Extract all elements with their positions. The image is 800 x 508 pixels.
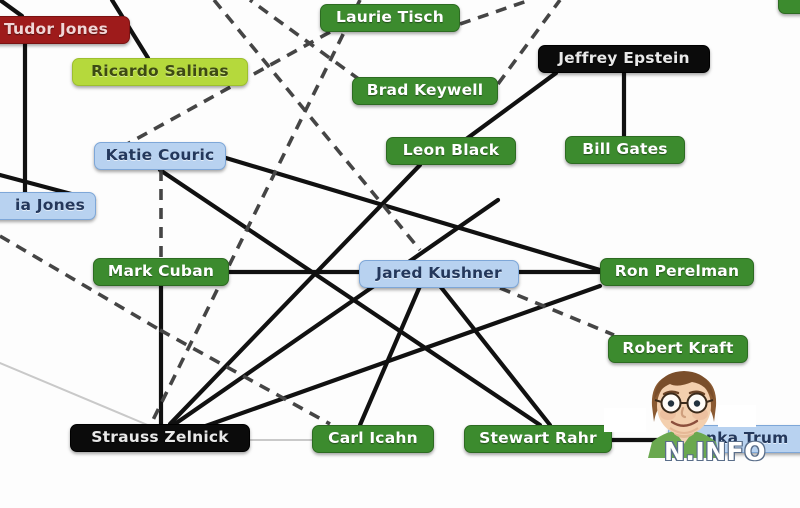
edge-tisch-upperright [459,0,531,26]
node-label: Strauss Zelnick [91,428,229,447]
node-label: Mark Cuban [107,262,215,281]
edge-katie-ron [223,155,603,273]
node-laurie-tisch[interactable]: Laurie Tisch [320,4,460,32]
node-label: Ron Perelman [614,262,740,281]
edge-keywell-upperleft [248,0,362,82]
node-label: Carl Icahn [328,429,418,448]
node-mark-cuban[interactable]: Mark Cuban [93,258,229,286]
edge-jared-kraft-dashed [499,286,615,337]
edge-topleft-jared [212,0,422,252]
watermark-notch-right [718,405,756,427]
node-label: Tudor Jones [3,20,109,39]
node-tudor-jones[interactable]: Tudor Jones [0,16,130,44]
node-katie-couric[interactable]: Katie Couric [94,142,226,170]
edge-ron-strauss [197,283,603,431]
edge-salinas-upperleft [109,0,151,61]
node-corner-partial[interactable] [778,0,800,14]
node-carl-icahn[interactable]: Carl Icahn [312,425,434,453]
edge-tudor-leftedge [0,0,25,19]
node-stewart-rahr[interactable]: Stewart Rahr [464,425,612,453]
node-jared-kushner[interactable]: Jared Kushner [359,260,519,288]
edge-upperleft-strauss [148,0,362,427]
watermark-notch [604,408,646,432]
node-label: ia Jones [15,196,85,215]
node-ricardo-salinas[interactable]: Ricardo Salinas [72,58,248,86]
edge-upperright-strauss [169,197,501,429]
node-label: Brad Keywell [366,81,484,100]
node-label: Jared Kushner [376,264,502,283]
node-leon-black[interactable]: Leon Black [386,137,516,165]
watermark-text: N.INFO [664,437,766,466]
node-ia-jones[interactable]: ia Jones [0,192,96,220]
node-ron-perelman[interactable]: Ron Perelman [600,258,754,286]
edge-strauss-leftedge [0,362,151,427]
node-label: Bill Gates [582,140,668,159]
node-bill-gates[interactable]: Bill Gates [565,136,685,164]
dashed-edges [0,0,615,427]
node-label: Robert Kraft [622,339,734,358]
edge-cubanregion-carl [159,328,331,426]
node-label: Jeffrey Epstein [558,49,690,68]
node-jeffrey-epstein[interactable]: Jeffrey Epstein [538,45,710,73]
node-label: Leon Black [402,141,500,160]
node-label: Stewart Rahr [479,429,597,448]
node-brad-keywell[interactable]: Brad Keywell [352,77,498,105]
edge-jared-carl [357,283,423,428]
edge-jared-stewart [437,283,553,428]
edge-tisch-katieregion [119,30,331,150]
faint-edges [0,362,313,441]
node-label: Laurie Tisch [336,8,444,27]
edge-corner-cubanregion [0,234,161,332]
node-robert-kraft[interactable]: Robert Kraft [608,335,748,363]
node-label: Katie Couric [105,146,215,165]
edge-katie-stewart [157,167,543,428]
node-strauss-zelnick[interactable]: Strauss Zelnick [70,424,250,452]
edge-leon-strauss [167,162,423,427]
node-label: Ricardo Salinas [91,62,229,81]
